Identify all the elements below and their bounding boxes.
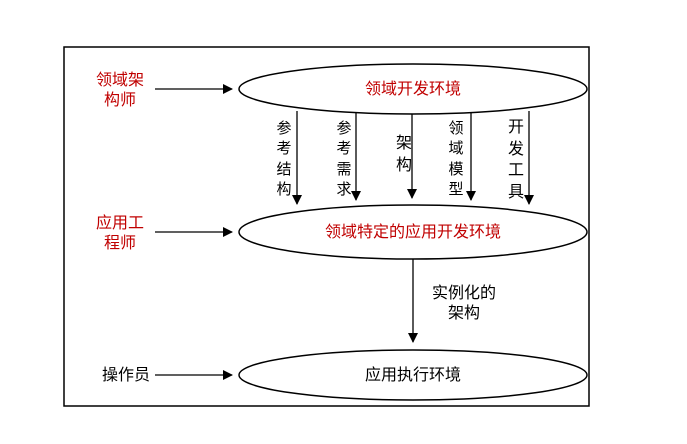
domain-model-label: 领域模型 xyxy=(448,119,464,198)
role-operator-label: 操作员 xyxy=(101,365,150,384)
domain-dev-env-ellipse xyxy=(238,63,588,115)
role-engineer-label: 应用工 程师 xyxy=(95,213,144,252)
app-exec-env-ellipse xyxy=(238,349,588,401)
ref-structure-label: 参考结构 xyxy=(276,119,292,198)
domain-specific-env-label: 领域特定的应用开发环境 xyxy=(324,222,501,241)
instantiated-arch-label: 实例化的 架构 xyxy=(431,283,496,322)
domain-dev-env-label: 领域开发环境 xyxy=(364,79,461,98)
role-architect-label: 领域架 构师 xyxy=(95,70,144,109)
app-exec-env-label: 应用执行环境 xyxy=(364,365,461,384)
architecture-label: 架构 xyxy=(395,133,412,174)
diagram-frame xyxy=(63,46,590,407)
ref-requirements-label: 参考需求 xyxy=(336,119,352,198)
dev-tools-label: 开发工具 xyxy=(507,117,524,201)
